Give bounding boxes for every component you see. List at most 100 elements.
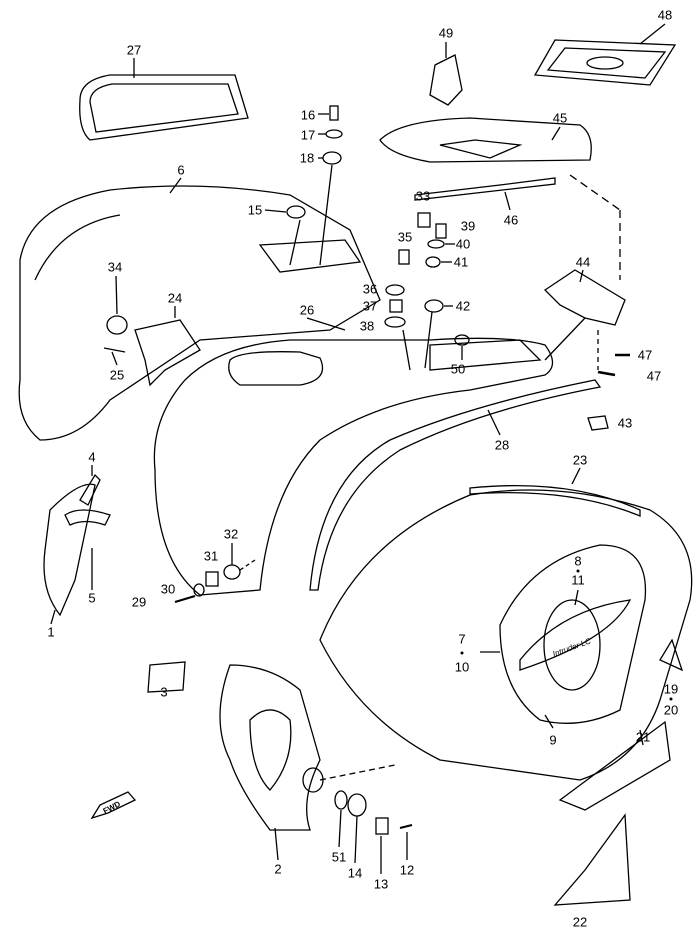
callout-34: 34	[107, 259, 123, 275]
callout-2: 2	[274, 861, 282, 877]
callout-37: 37	[362, 298, 378, 314]
callout-20: 20	[663, 702, 679, 718]
callout-3: 3	[160, 684, 168, 700]
part-1	[43, 483, 96, 617]
part-50	[454, 334, 470, 346]
callout-28: 28	[494, 437, 510, 453]
callout-41: 41	[453, 254, 469, 270]
callout-19: 19	[663, 681, 679, 697]
callout-26: 26	[299, 302, 315, 318]
part-43	[587, 415, 609, 431]
part-19	[659, 638, 684, 672]
part-22	[553, 813, 631, 906]
callout-38: 38	[359, 318, 375, 334]
part-40	[427, 239, 445, 249]
part-13	[375, 817, 389, 835]
part-42	[424, 299, 444, 313]
part-48	[533, 39, 677, 86]
callout-35: 35	[397, 229, 413, 245]
callout-39: 39	[460, 218, 476, 234]
part-4	[64, 509, 111, 526]
callout-46: 46	[503, 212, 519, 228]
callout-30: 30	[160, 581, 176, 597]
callout-5: 5	[88, 590, 96, 606]
part-15	[286, 205, 306, 219]
callout-dot	[460, 651, 464, 655]
callout-50: 50	[450, 361, 466, 377]
callout-11: 11	[571, 572, 585, 588]
callout-13: 13	[373, 876, 389, 892]
part-36	[385, 284, 405, 296]
part-27	[79, 74, 249, 141]
callout-29: 29	[131, 594, 147, 610]
part-32	[223, 564, 241, 580]
callout-16: 16	[300, 107, 316, 123]
part-16	[329, 105, 339, 121]
part-33	[417, 212, 431, 228]
part-3	[147, 661, 186, 693]
part-28	[309, 379, 602, 591]
callout-7: 7	[458, 631, 466, 647]
callout-22: 22	[572, 914, 588, 930]
callout-dot	[576, 569, 580, 573]
part-24	[134, 319, 201, 387]
fwd-arrow-icon	[90, 791, 137, 820]
callout-10: 10	[454, 659, 470, 675]
callout-45: 45	[552, 110, 568, 126]
callout-33: 33	[415, 188, 431, 204]
part-2	[219, 664, 321, 831]
part-45	[379, 117, 592, 163]
callout-14: 14	[347, 865, 363, 881]
part-21	[558, 720, 671, 811]
part-17	[325, 129, 343, 139]
callout-42: 42	[455, 298, 471, 314]
part-23	[469, 484, 641, 517]
callout-6: 6	[177, 162, 185, 178]
callout-25: 25	[109, 367, 125, 383]
callout-31: 31	[203, 548, 219, 564]
callout-44: 44	[575, 254, 591, 270]
part-31	[205, 571, 219, 587]
part-37	[389, 299, 403, 313]
part-44	[543, 269, 626, 326]
callout-32: 32	[223, 526, 239, 542]
callout-47: 47	[637, 347, 653, 363]
part-35	[398, 249, 410, 265]
callout-51: 51	[331, 849, 347, 865]
callout-24: 24	[167, 290, 183, 306]
part-34	[106, 315, 128, 335]
callout-4: 4	[88, 449, 96, 465]
callout-49: 49	[438, 25, 454, 41]
part-26	[153, 337, 554, 596]
callout-8: 8	[574, 553, 582, 569]
callout-23: 23	[572, 452, 588, 468]
part-8-emblem	[543, 599, 601, 691]
callout-1: 1	[47, 624, 55, 640]
callout-36: 36	[362, 281, 378, 297]
callout-40: 40	[455, 236, 471, 252]
part-39	[435, 223, 447, 239]
part-46	[414, 177, 556, 201]
part-18	[322, 151, 342, 165]
part-30	[193, 583, 205, 597]
callout-9: 9	[549, 732, 557, 748]
callout-12: 12	[399, 862, 415, 878]
callout-47: 47	[646, 368, 662, 384]
part-41	[425, 256, 441, 268]
part-6	[18, 185, 381, 441]
part-38	[384, 316, 406, 328]
callout-43: 43	[617, 415, 633, 431]
part-51	[334, 790, 348, 810]
part-49	[429, 54, 463, 106]
part-9	[319, 489, 693, 781]
part-29	[174, 595, 196, 603]
callout-15: 15	[247, 202, 263, 218]
part-25	[103, 347, 126, 353]
part-12	[399, 824, 413, 829]
callout-17: 17	[300, 127, 316, 143]
callout-48: 48	[657, 7, 673, 23]
callout-27: 27	[126, 42, 142, 58]
callout-18: 18	[299, 150, 315, 166]
